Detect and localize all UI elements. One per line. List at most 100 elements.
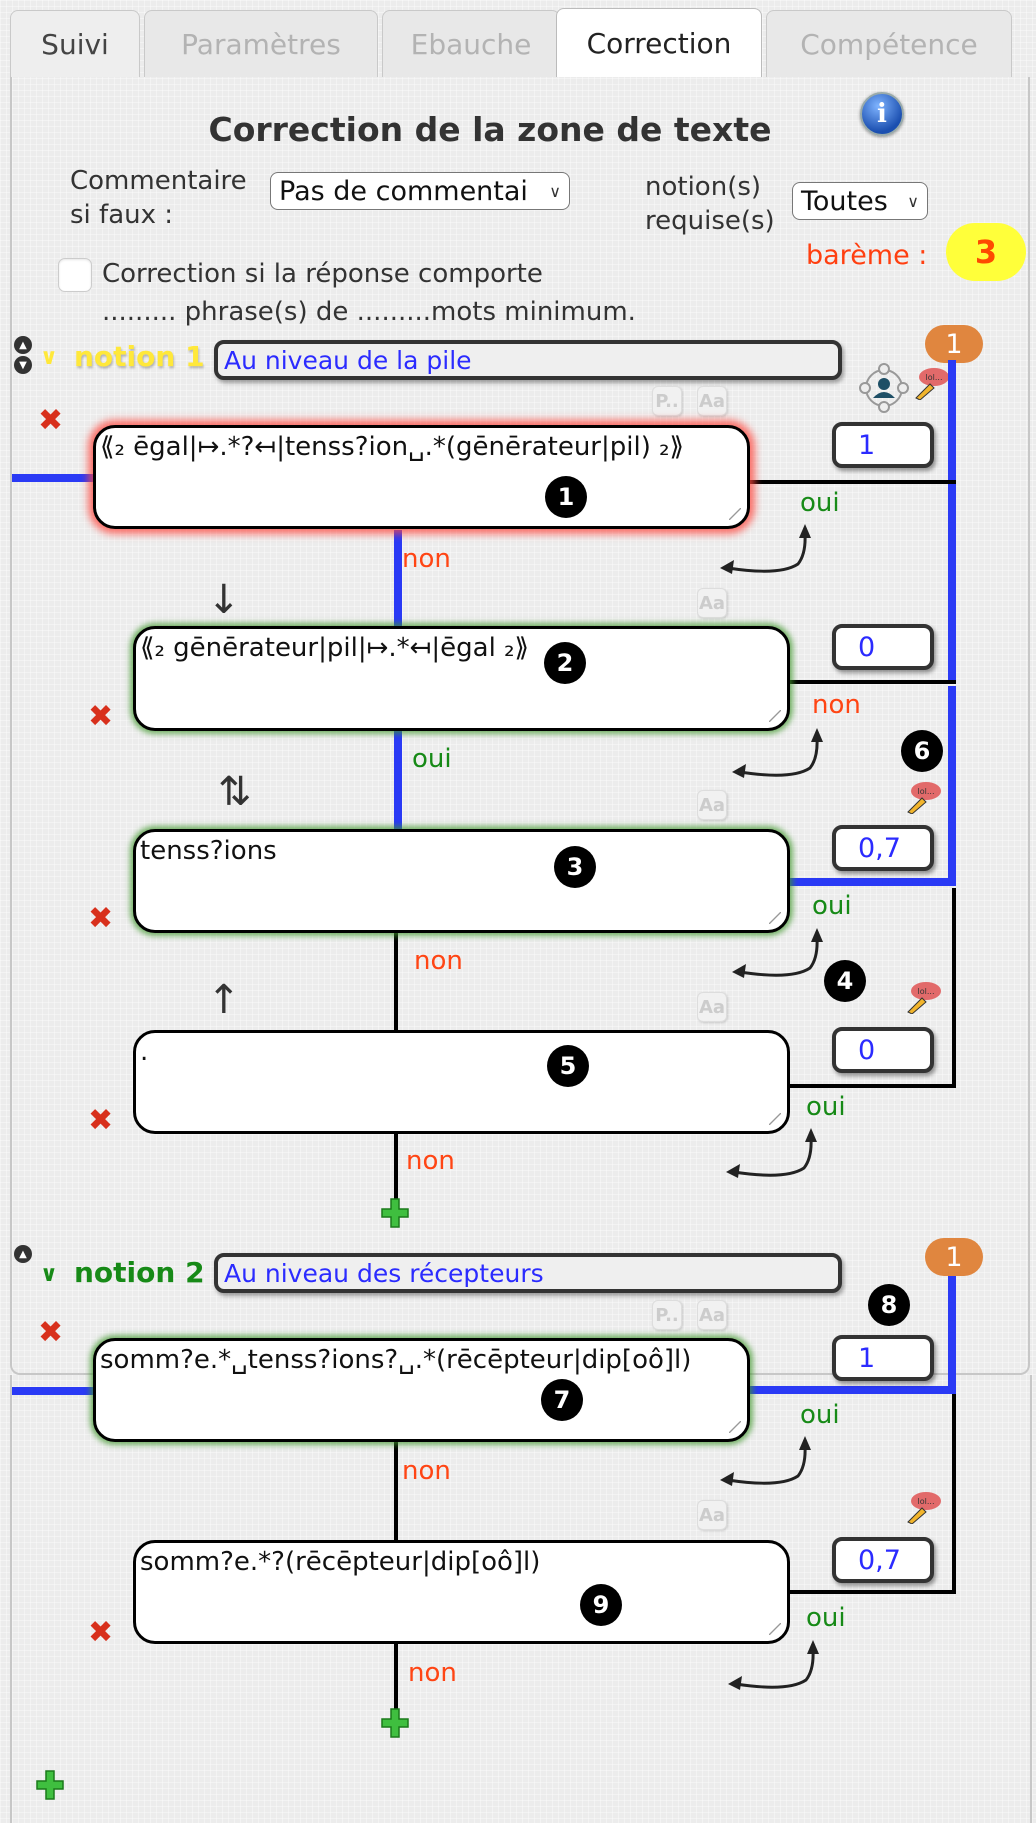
loop-arrow-icon[interactable]	[732, 728, 832, 788]
delete-rule-1-icon[interactable]: ✖	[38, 403, 64, 438]
move-down-arrow-icon[interactable]: ↓	[207, 577, 241, 623]
notions-required-label: notion(s) requise(s)	[645, 172, 775, 236]
rule-1-score[interactable]: 1	[832, 422, 934, 468]
tab-bar: Suivi Paramètres Ebauche Correction Comp…	[10, 8, 1030, 78]
flow-line	[790, 1084, 956, 1088]
notion-2-label: notion 2	[74, 1256, 205, 1289]
comment-pencil-icon[interactable]: lol...	[902, 980, 942, 1014]
move-up-arrow-icon[interactable]: ↑	[207, 977, 241, 1023]
oui-label: oui	[412, 744, 452, 774]
tab-parametres[interactable]: Paramètres	[144, 10, 378, 77]
tab-correction[interactable]: Correction	[556, 8, 762, 77]
non-label: non	[402, 544, 451, 574]
flow-line	[952, 888, 956, 1088]
resize-handle[interactable]	[769, 912, 781, 924]
loop-arrow-icon[interactable]	[720, 1436, 820, 1496]
notion-1-title-input[interactable]: Au niveau de la pile	[214, 340, 842, 380]
oui-label: oui	[806, 1092, 846, 1122]
flow-line	[948, 1276, 956, 1394]
rule-5-badge: 5	[547, 1045, 589, 1087]
rule-3-input[interactable]: tenss?ions	[133, 829, 790, 933]
notions-required-select[interactable]: Toutes∨	[792, 182, 928, 220]
collapse-chevron-icon[interactable]: ∨	[40, 1262, 58, 1287]
page-title: Correction de la zone de texte	[208, 110, 772, 149]
comment-pencil-icon[interactable]: lol...	[902, 1490, 942, 1524]
flow-line	[394, 930, 398, 1030]
rule-2-input[interactable]: ⟪₂ gēnērateur|pil|↦.*↤|ēgal ₂⟫	[133, 626, 790, 731]
collapse-chevron-icon[interactable]: ∨	[40, 345, 58, 370]
loop-arrow-icon[interactable]	[726, 1128, 826, 1188]
rule-1-input[interactable]: ⟪₂ ēgal|↦.*?↤|tenss?ion␣.*(gēnērateur|pi…	[93, 425, 750, 529]
aa-button[interactable]: Aa	[697, 386, 727, 416]
oui-label: oui	[800, 1400, 840, 1430]
aa-button[interactable]: Aa	[697, 1500, 727, 1530]
rule-5-score[interactable]: 0	[832, 1027, 934, 1073]
resize-handle[interactable]	[769, 1113, 781, 1125]
add-notion-plus-icon[interactable]	[36, 1770, 64, 1800]
rule-9-score[interactable]: 0,7	[832, 1537, 934, 1583]
flow-line	[952, 1394, 956, 1594]
aa-button[interactable]: Aa	[697, 1300, 727, 1330]
resize-handle[interactable]	[729, 1421, 741, 1433]
comment-select[interactable]: Pas de commentai∨	[270, 172, 570, 210]
notion-2-count-badge: 1	[925, 1238, 983, 1276]
flow-line	[394, 1134, 398, 1210]
delete-rule-5-icon[interactable]: ✖	[88, 1103, 114, 1138]
aa-button[interactable]: Aa	[697, 588, 727, 618]
rule-3-badge: 3	[554, 846, 596, 888]
notion-2-title-input[interactable]: Au niveau des récepteurs	[214, 1253, 842, 1293]
rule-2-score[interactable]: 0	[832, 624, 934, 670]
flow-line	[750, 1386, 956, 1394]
non-label: non	[406, 1146, 455, 1176]
add-rule-plus-icon[interactable]	[381, 1708, 409, 1738]
correction-panel-continued	[10, 1375, 1032, 1823]
p-button[interactable]: P..	[652, 386, 682, 416]
flow-line	[948, 360, 956, 680]
add-rule-plus-icon[interactable]	[381, 1198, 409, 1228]
resize-handle[interactable]	[769, 710, 781, 722]
delete-rule-9-icon[interactable]: ✖	[88, 1615, 114, 1650]
aa-button[interactable]: Aa	[697, 992, 727, 1022]
rule-7-input[interactable]: somm?e.*␣tenss?ions?␣.*(rēcēpteur|dip[oô…	[93, 1338, 750, 1442]
swap-arrow-icon[interactable]: ⇅	[218, 769, 252, 815]
user-network-icon[interactable]	[858, 362, 910, 414]
bareme-label: barème :	[806, 240, 928, 271]
tab-suivi[interactable]: Suivi	[10, 10, 140, 77]
delete-rule-2-icon[interactable]: ✖	[88, 699, 114, 734]
rule-5-input[interactable]: .	[133, 1030, 790, 1134]
comment-pencil-icon[interactable]: lol...	[902, 780, 942, 814]
condition-checkbox[interactable]	[58, 258, 92, 292]
flow-line	[750, 480, 956, 484]
tab-ebauche[interactable]: Ebauche	[382, 10, 560, 77]
rule-9-badge: 9	[580, 1584, 622, 1626]
move-down-button[interactable]: ▼	[14, 356, 32, 374]
flow-line	[790, 680, 956, 684]
badge-8: 8	[868, 1284, 910, 1326]
svg-text:lol...: lol...	[918, 787, 935, 796]
rule-7-score[interactable]: 1	[832, 1335, 934, 1381]
delete-rule-7-icon[interactable]: ✖	[38, 1315, 64, 1350]
chevron-down-icon: ∨	[549, 181, 561, 201]
resize-handle[interactable]	[729, 508, 741, 520]
flow-line	[790, 1590, 956, 1594]
rule-2-badge: 2	[544, 642, 586, 684]
rule-7-badge: 7	[541, 1379, 583, 1421]
info-icon[interactable]: i	[860, 92, 904, 136]
condition-text-line2: ......... phrase(s) de .........mots min…	[102, 297, 636, 327]
comment-pencil-icon[interactable]: lol...	[910, 366, 950, 400]
p-button[interactable]: P..	[652, 1300, 682, 1330]
move-up-button[interactable]: ▲	[14, 1245, 32, 1263]
resize-handle[interactable]	[769, 1623, 781, 1635]
badge-4: 4	[824, 960, 866, 1002]
delete-rule-3-icon[interactable]: ✖	[88, 901, 114, 936]
loop-arrow-icon[interactable]	[720, 524, 820, 584]
tab-competence[interactable]: Compétence	[766, 10, 1012, 77]
non-label: non	[812, 690, 861, 720]
move-up-button[interactable]: ▲	[14, 336, 32, 354]
flow-line	[12, 474, 94, 482]
rule-3-score[interactable]: 0,7	[832, 825, 934, 871]
loop-arrow-icon[interactable]	[728, 1640, 828, 1700]
loop-arrow-icon[interactable]	[732, 928, 832, 988]
aa-button[interactable]: Aa	[697, 790, 727, 820]
rule-9-input[interactable]: somm?e.*?(rēcēpteur|dip[oô]l)	[133, 1540, 790, 1644]
